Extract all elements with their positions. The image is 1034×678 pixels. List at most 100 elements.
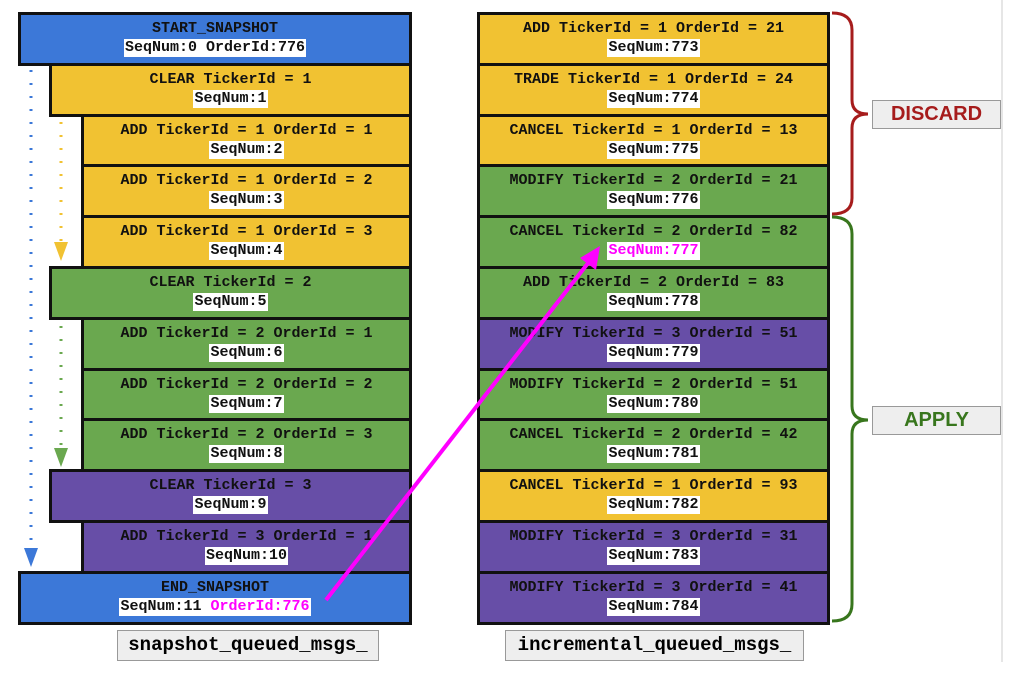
- green-dotted-arrow: [54, 326, 68, 467]
- seqnum-text: SeqNum:9: [194, 496, 267, 514]
- message-title: ADD TickerId = 2 OrderId = 2: [120, 375, 373, 393]
- incremental-queue-label: incremental_queued_msgs_: [505, 630, 804, 661]
- seqnum-text: SeqNum:8: [210, 445, 283, 463]
- message-title: CANCEL TickerId = 2 OrderId = 42: [509, 426, 798, 444]
- seqnum-text: SeqNum:784: [608, 597, 699, 615]
- message-title: ADD TickerId = 1 OrderId = 21: [522, 20, 785, 37]
- message-seqnum: SeqNum:9: [193, 496, 268, 515]
- message-seqnum: SeqNum:780: [607, 394, 700, 413]
- seqnum-text: SeqNum:7: [210, 394, 283, 412]
- message-seqnum: SeqNum:779: [607, 343, 700, 362]
- message-title: CANCEL TickerId = 2 OrderId = 82: [509, 223, 798, 241]
- message-seqnum: SeqNum:775: [607, 140, 700, 159]
- seqnum-text: SeqNum:10: [205, 547, 287, 564]
- message-title: CANCEL TickerId = 1 OrderId = 93: [509, 477, 798, 495]
- message-title: MODIFY TickerId = 3 OrderId = 51: [509, 324, 798, 342]
- seqnum-text: SeqNum:5: [194, 293, 267, 310]
- snapshot-message-box: CLEAR TickerId = 2 SeqNum:5: [49, 266, 412, 320]
- message-title: ADD TickerId = 1 OrderId = 2: [120, 172, 373, 190]
- message-seqnum: SeqNum:773: [607, 39, 700, 57]
- seqnum-text: SeqNum:781: [608, 445, 699, 463]
- blue-dotted-arrow: [24, 70, 38, 567]
- apply-label: APPLY: [872, 406, 1001, 435]
- seqnum-text: SeqNum:1: [194, 89, 267, 107]
- incremental-message-box: ADD TickerId = 1 OrderId = 21 SeqNum:773: [477, 12, 830, 66]
- seqnum-text: SeqNum:777: [608, 242, 699, 260]
- seqnum-text: SeqNum:2: [210, 140, 283, 158]
- seqnum-text: SeqNum:6: [210, 343, 283, 361]
- message-seqnum: SeqNum:2: [209, 140, 284, 159]
- message-seqnum: SeqNum:778: [607, 293, 700, 311]
- seqnum-text: SeqNum:773: [608, 39, 699, 56]
- message-title: TRADE TickerId = 1 OrderId = 24: [513, 70, 794, 88]
- message-seqnum: SeqNum:11 OrderId:776: [119, 597, 311, 616]
- seqnum-text: SeqNum:783: [608, 547, 699, 564]
- discard-bracket: [831, 11, 869, 216]
- message-seqnum: SeqNum:784: [607, 597, 700, 616]
- message-seqnum: SeqNum:776: [607, 191, 700, 210]
- message-title: END_SNAPSHOT: [160, 578, 270, 596]
- seqnum-text: SeqNum:11: [120, 597, 202, 615]
- message-title: MODIFY TickerId = 3 OrderId = 41: [509, 578, 798, 596]
- message-seqnum: SeqNum:774: [607, 89, 700, 108]
- incremental-message-box: ADD TickerId = 2 OrderId = 83 SeqNum:778: [477, 266, 830, 320]
- message-seqnum: SeqNum:1: [193, 89, 268, 108]
- message-seqnum: SeqNum:5: [193, 293, 268, 311]
- message-title: CANCEL TickerId = 1 OrderId = 13: [509, 121, 798, 139]
- message-title: ADD TickerId = 2 OrderId = 3: [120, 426, 373, 444]
- seqnum-text: SeqNum:782: [608, 496, 699, 514]
- seqnum-text: SeqNum:779: [608, 343, 699, 361]
- yellow-dotted-arrow: [54, 122, 68, 261]
- message-seqnum: SeqNum:782: [607, 496, 700, 515]
- seqnum-text: SeqNum:0 OrderId:776: [124, 39, 306, 56]
- message-seqnum: SeqNum:781: [607, 445, 700, 464]
- seqnum-text: SeqNum:3: [210, 191, 283, 209]
- orderid-highlight: OrderId:776: [210, 597, 310, 615]
- snapshot-queue-label: snapshot_queued_msgs_: [117, 630, 379, 661]
- message-seqnum: SeqNum:4: [209, 242, 284, 261]
- message-seqnum: SeqNum:777: [607, 242, 700, 261]
- message-title: START_SNAPSHOT: [151, 20, 279, 37]
- seqnum-text: SeqNum:4: [210, 242, 283, 260]
- message-title: MODIFY TickerId = 2 OrderId = 21: [509, 172, 798, 190]
- message-title: ADD TickerId = 3 OrderId = 1: [120, 528, 373, 545]
- seqnum-text: SeqNum:778: [608, 293, 699, 310]
- message-title: CLEAR TickerId = 1: [149, 70, 312, 88]
- message-title: ADD TickerId = 2 OrderId = 83: [522, 274, 785, 291]
- seqnum-text: SeqNum:776: [608, 191, 699, 209]
- message-title: ADD TickerId = 2 OrderId = 1: [120, 324, 373, 342]
- discard-label: DISCARD: [872, 100, 1001, 129]
- message-seqnum: SeqNum:0 OrderId:776: [123, 39, 307, 57]
- message-title: ADD TickerId = 1 OrderId = 1: [120, 121, 373, 139]
- snapshot-message-box: START_SNAPSHOT SeqNum:0 OrderId:776: [18, 12, 412, 66]
- message-title: CLEAR TickerId = 2: [149, 274, 312, 291]
- message-title: CLEAR TickerId = 3: [149, 477, 312, 495]
- message-title: MODIFY TickerId = 2 OrderId = 51: [509, 375, 798, 393]
- message-seqnum: SeqNum:783: [607, 547, 700, 565]
- message-seqnum: SeqNum:3: [209, 191, 284, 210]
- snapshot-message-box: ADD TickerId = 3 OrderId = 1 SeqNum:10: [81, 520, 412, 574]
- message-title: ADD TickerId = 1 OrderId = 3: [120, 223, 373, 241]
- seqnum-text: SeqNum:774: [608, 89, 699, 107]
- apply-bracket: [831, 215, 869, 623]
- message-seqnum: SeqNum:7: [209, 394, 284, 413]
- seqnum-text: SeqNum:775: [608, 140, 699, 158]
